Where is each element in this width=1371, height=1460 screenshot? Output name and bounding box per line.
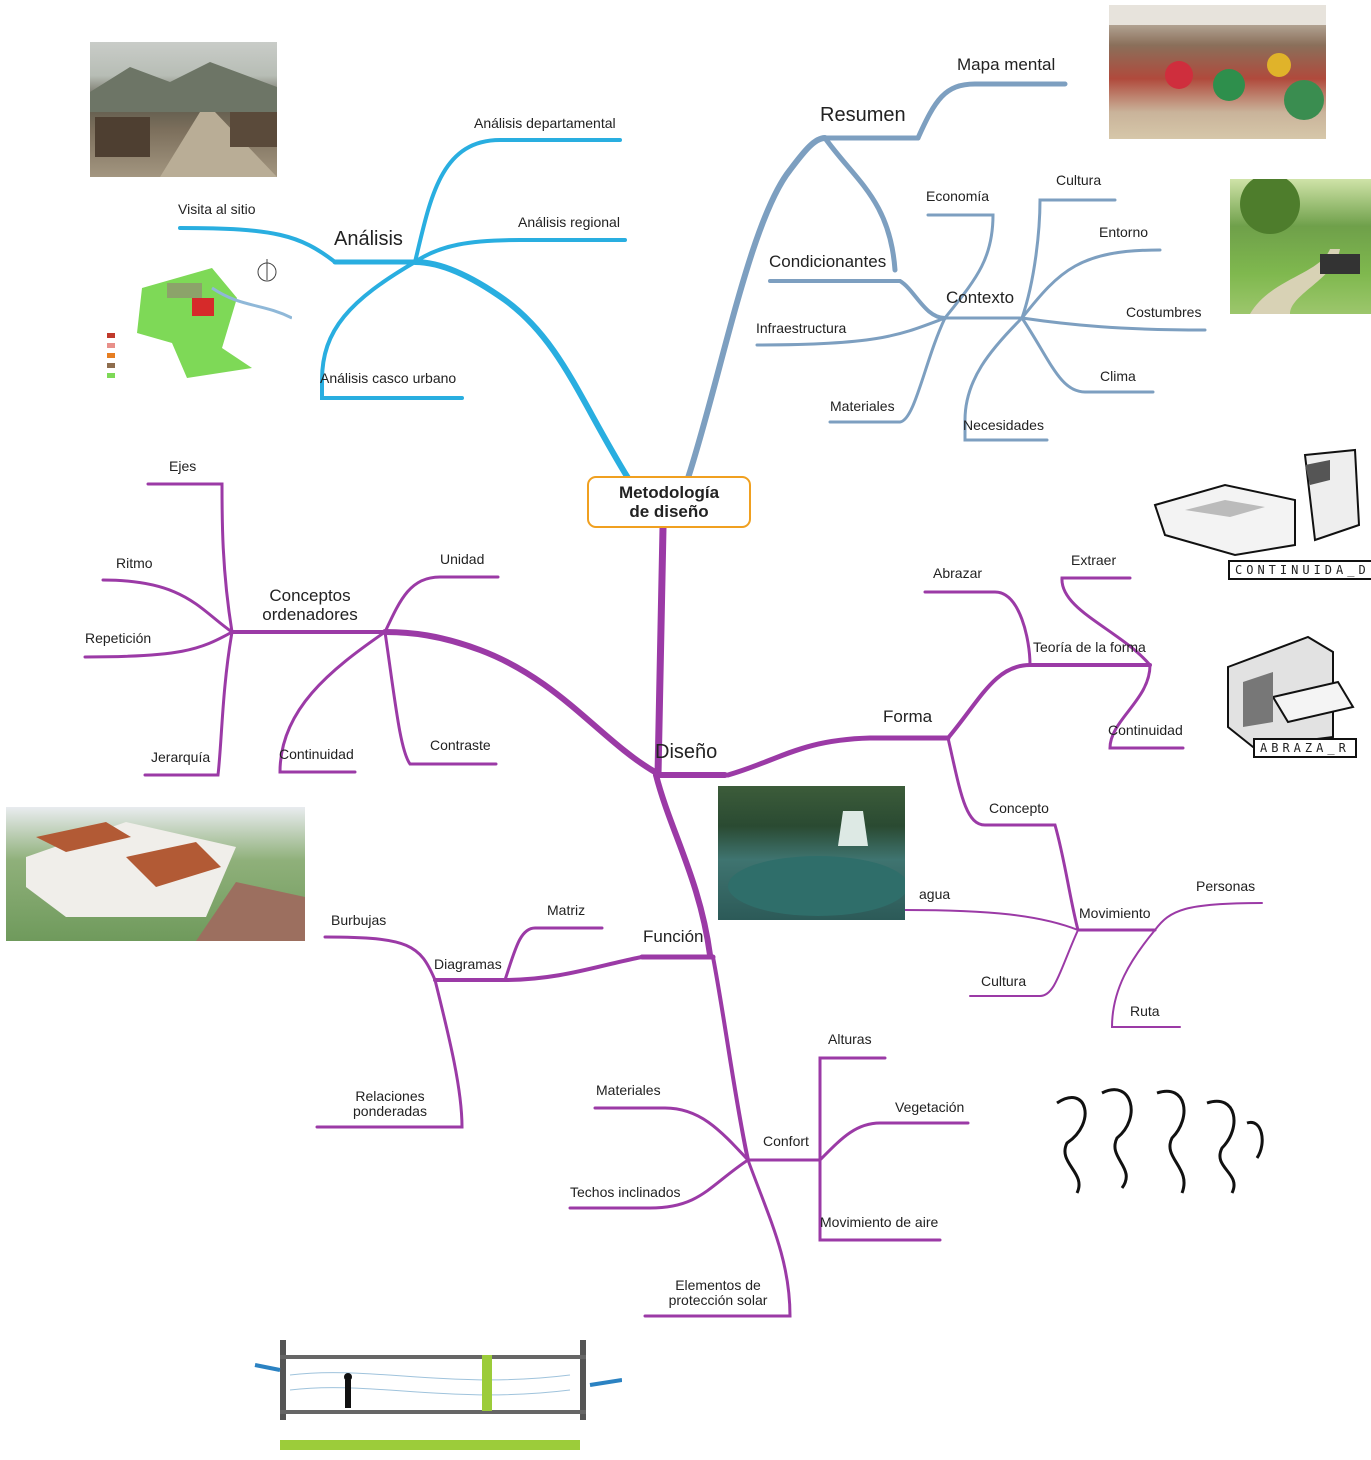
diseno-branch [83,482,1263,1318]
central-topic[interactable]: Metodología de diseño [587,476,751,528]
node-concepto[interactable]: Concepto [989,800,1049,816]
node-diseno[interactable]: Diseño [655,741,718,763]
node-analisis[interactable]: Análisis [334,228,403,250]
node-alturas[interactable]: Alturas [828,1031,872,1047]
node-entorno[interactable]: Entorno [1099,224,1149,240]
node-agua[interactable]: agua [919,886,951,902]
node-cultura[interactable]: Cultura [1056,172,1102,188]
node-conceptos-ordenadores[interactable]: Conceptos ordenadores [262,586,358,624]
node-costumbres[interactable]: Costumbres [1126,304,1202,320]
node-analisis-regional[interactable]: Análisis regional [518,214,620,230]
analisis-branch [178,138,631,481]
node-economia[interactable]: Economía [926,188,990,204]
continuidad-sketch-label: CONTINUIDA_D [1228,560,1371,580]
node-forma[interactable]: Forma [883,707,933,726]
node-visita-sitio[interactable]: Visita al sitio [178,201,256,217]
ventilation-diagram [250,1335,622,1460]
node-confort[interactable]: Confort [763,1133,809,1149]
node-analisis-departamental[interactable]: Análisis departamental [474,115,616,131]
node-infraestructura[interactable]: Infraestructura [756,320,847,336]
node-cultura-movimiento[interactable]: Cultura [981,973,1027,989]
node-continuidad-forma[interactable]: Continuidad [1108,722,1183,738]
node-materiales-funcion[interactable]: Materiales [596,1082,661,1098]
waterfall-photo [718,786,905,920]
node-ritmo[interactable]: Ritmo [116,555,153,571]
node-contexto[interactable]: Contexto [946,288,1015,307]
node-diagramas[interactable]: Diagramas [434,956,502,972]
node-matriz[interactable]: Matriz [547,902,586,918]
node-elementos-proteccion-solar[interactable]: Elementos de protección solar [668,1277,768,1308]
node-clima[interactable]: Clima [1100,368,1136,384]
node-funcion[interactable]: Función [643,927,704,946]
node-continuidad-conceptos[interactable]: Continuidad [279,746,354,762]
node-relaciones-ponderadas[interactable]: Relaciones ponderadas [353,1088,427,1119]
node-analisis-casco-urbano[interactable]: Análisis casco urbano [320,370,457,386]
movement-sketch [1047,1063,1277,1203]
site-plan-map [92,248,292,383]
node-contraste[interactable]: Contraste [430,737,491,753]
node-ejes[interactable]: Ejes [169,458,197,474]
node-techos-inclinados[interactable]: Techos inclinados [570,1184,681,1200]
node-necesidades[interactable]: Necesidades [963,417,1044,433]
node-extraer[interactable]: Extraer [1071,552,1117,568]
building-render-photo [6,807,305,941]
node-vegetacion[interactable]: Vegetación [895,1099,965,1115]
node-jerarquia[interactable]: Jerarquía [151,749,211,765]
node-movimiento[interactable]: Movimiento [1079,905,1151,921]
node-teoria-forma[interactable]: Teoría de la forma [1033,639,1146,655]
node-burbujas[interactable]: Burbujas [331,912,387,928]
node-personas[interactable]: Personas [1196,878,1256,894]
compass-icon [257,259,277,282]
abrazar-sketch [1213,627,1363,762]
resumen-branch [685,81,1207,481]
node-movimiento-aire[interactable]: Movimiento de aire [820,1214,939,1230]
node-abrazar[interactable]: Abrazar [933,565,983,581]
node-repeticion[interactable]: Repetición [85,630,152,646]
cultural-festival-photo [1109,5,1326,139]
node-resumen[interactable]: Resumen [820,104,906,126]
node-unidad[interactable]: Unidad [440,551,485,567]
node-materiales-contexto[interactable]: Materiales [830,398,895,414]
node-mapa-mental[interactable]: Mapa mental [957,55,1056,74]
continuidad-sketch [1145,445,1371,580]
node-condicionantes[interactable]: Condicionantes [769,252,887,271]
node-ruta[interactable]: Ruta [1130,1003,1160,1019]
village-street-photo [90,42,277,177]
park-path-photo [1230,179,1371,314]
abrazar-sketch-label: ABRAZA_R [1253,738,1357,758]
central-topic-label: Metodología de diseño [618,483,720,521]
